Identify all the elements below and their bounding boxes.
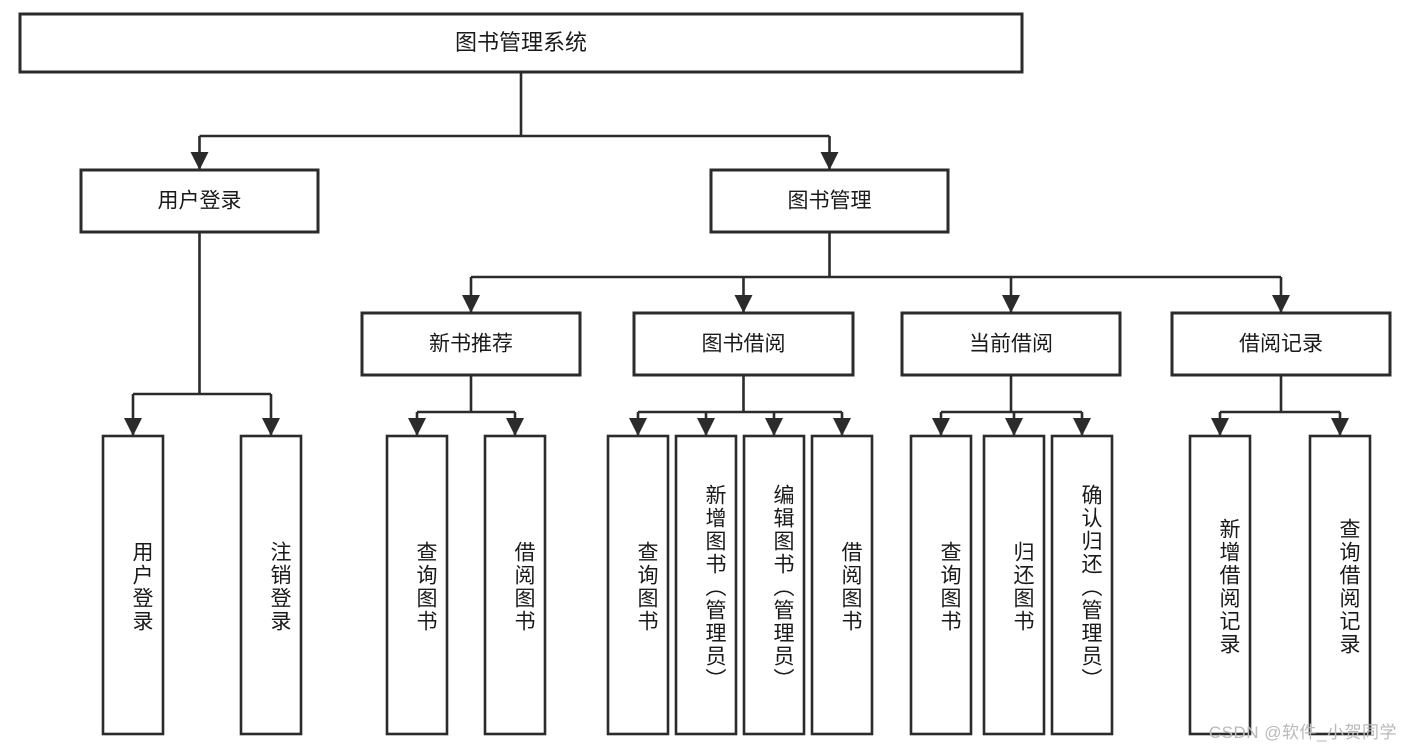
edges-layer: [124, 72, 1349, 436]
leaf-node-8-box[interactable]: [909, 434, 973, 736]
leaf-node-4-box[interactable]: [606, 434, 670, 736]
leaf-node-11-box[interactable]: [1188, 434, 1252, 736]
leaf-node-9-box[interactable]: [982, 434, 1046, 736]
level2-node-0-label: 用户登录: [158, 190, 242, 213]
leaf-node-5-box[interactable]: [674, 434, 738, 736]
level3-node-2-box[interactable]: [900, 311, 1122, 377]
level3-node-0-box[interactable]: [360, 311, 582, 377]
level3-node-1-box[interactable]: [632, 311, 855, 377]
leaf-node-2-box[interactable]: [385, 434, 449, 736]
root-node-box[interactable]: [18, 12, 1024, 74]
root-node-label: 图书管理系统: [455, 30, 587, 55]
boxes-layer: [18, 12, 1392, 736]
leaf-node-7-box[interactable]: [810, 434, 874, 736]
level2-node-1-label: 图书管理: [788, 190, 872, 213]
connector-arrowhead: [1331, 418, 1349, 436]
connector-arrowhead: [820, 152, 839, 170]
connector-arrowhead: [765, 418, 783, 436]
connector-arrowhead: [190, 152, 209, 170]
connector-arrowhead: [408, 418, 426, 436]
level3-node-1-label: 图书借阅: [702, 333, 786, 356]
leaf-node-12-box[interactable]: [1308, 434, 1372, 736]
connector-arrowhead: [932, 418, 950, 436]
leaf-node-6-box[interactable]: [742, 434, 806, 736]
connector-arrowhead: [833, 418, 851, 436]
connector-arrowhead: [1272, 295, 1290, 313]
level2-node-0-box[interactable]: [79, 168, 320, 234]
connector-arrowhead: [734, 295, 753, 313]
connector-arrowhead: [629, 418, 647, 436]
leaf-node-0-box[interactable]: [101, 434, 165, 736]
connector-arrowhead: [1073, 418, 1091, 436]
level2-node-1-box[interactable]: [709, 168, 950, 234]
connector-arrowhead: [124, 418, 142, 436]
level3-node-2-label: 当前借阅: [969, 333, 1053, 356]
level3-node-3-box[interactable]: [1170, 311, 1392, 377]
leaf-node-10-box[interactable]: [1050, 434, 1114, 736]
connector-arrowhead: [462, 295, 480, 313]
connector-arrowhead: [1002, 295, 1020, 313]
connector-arrowhead: [1211, 418, 1229, 436]
level3-node-0-label: 新书推荐: [429, 333, 513, 356]
watermark-text: CSDN @软件_小贺同学: [1208, 723, 1397, 742]
level3-node-3-label: 借阅记录: [1239, 333, 1323, 356]
leaf-node-1-box[interactable]: [239, 434, 303, 736]
connector-arrowhead: [1005, 418, 1023, 436]
connector-arrowhead: [506, 418, 524, 436]
connector-arrowhead: [262, 418, 280, 436]
connector-arrowhead: [697, 418, 715, 436]
leaf-node-3-box[interactable]: [483, 434, 547, 736]
